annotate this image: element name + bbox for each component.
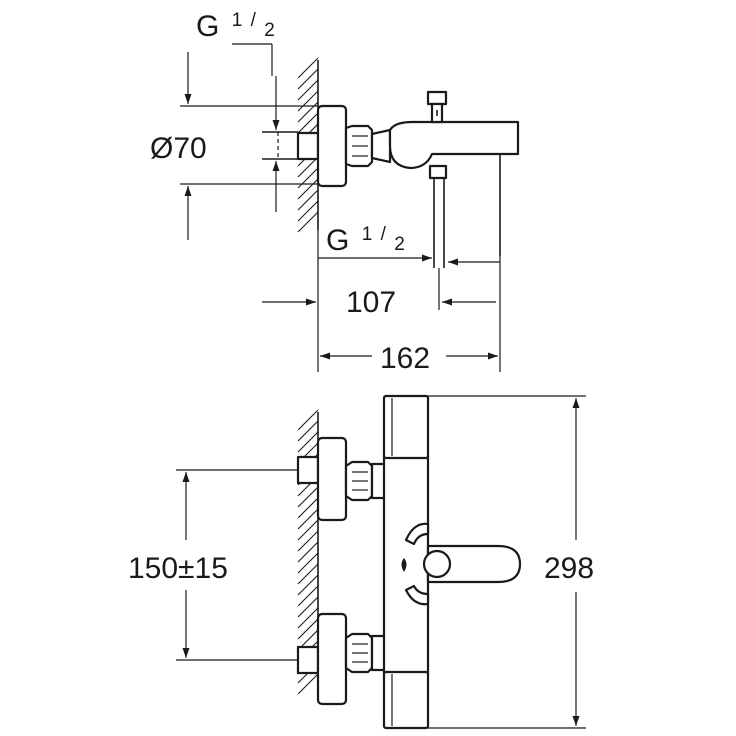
top-view: Ø70 G 1 / 2 G 1 / 2 107 162	[150, 0, 520, 375]
rosette-lower	[316, 612, 348, 706]
hatch-line	[297, 486, 319, 508]
hatch-line	[297, 574, 319, 596]
mixer-body-top	[388, 120, 520, 170]
inlet-nut-lower	[296, 645, 320, 675]
diverter-front	[422, 549, 452, 579]
diameter-label: Ø70	[150, 132, 207, 165]
hatch-line	[297, 596, 319, 618]
hatch-line	[297, 607, 319, 629]
outlet-drop	[401, 558, 407, 572]
flow-handle	[382, 670, 430, 730]
hatch-line	[297, 178, 319, 200]
dim-298-label: 298	[544, 552, 594, 585]
hatch-line	[297, 112, 319, 134]
hatch-line	[297, 156, 319, 178]
thread-label-mid: G 1 / 2	[326, 214, 405, 257]
hatch-line	[297, 541, 319, 563]
hatch-line	[297, 585, 319, 607]
inlet-nut-top	[296, 131, 320, 161]
rosette-top	[316, 104, 348, 188]
hatch-line	[297, 431, 319, 453]
thread-label-top: G 1 / 2	[196, 0, 275, 43]
hatch-line	[297, 618, 319, 640]
rosette-upper	[316, 436, 348, 522]
hatch-line	[297, 101, 319, 123]
hatch-line	[297, 673, 319, 695]
hatch-line	[297, 79, 319, 101]
spout-outlet	[428, 164, 448, 180]
front-view: 150±15 298	[128, 394, 594, 730]
diverter-lever	[404, 522, 430, 546]
hatch-line	[297, 167, 319, 189]
wall-hatching-top	[297, 57, 319, 233]
hatch-line	[297, 563, 319, 585]
diverter-lever-lower	[404, 584, 430, 606]
hatch-line	[297, 508, 319, 530]
hatch-line	[297, 530, 319, 552]
inlet-nut-upper	[296, 455, 320, 485]
hatch-line	[297, 409, 319, 431]
hatch-line	[297, 552, 319, 574]
hatch-line	[297, 211, 319, 233]
hatch-line	[297, 68, 319, 90]
hatch-line	[297, 420, 319, 442]
hatch-line	[297, 200, 319, 222]
hatch-line	[297, 519, 319, 541]
dim-150-label: 150±15	[128, 552, 228, 585]
spout-front	[426, 544, 522, 584]
hatch-line	[297, 57, 319, 79]
dim-107-label: 107	[346, 286, 396, 319]
connecting-neck-top	[370, 128, 392, 164]
hatch-line	[297, 497, 319, 519]
thermostat-handle	[382, 394, 430, 460]
dim-162-label: 162	[380, 342, 430, 375]
hatch-line	[297, 189, 319, 211]
hatch-line	[297, 90, 319, 112]
diverter-knob	[426, 90, 448, 106]
